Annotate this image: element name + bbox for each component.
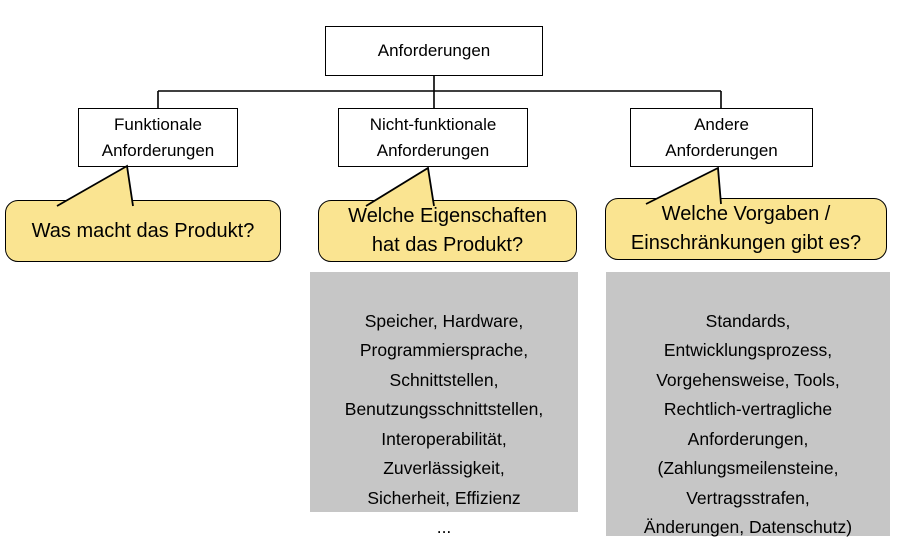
details-panel-andere: Standards, Entwicklungsprozess, Vorgehen… [606, 272, 890, 537]
node-funktionale-anforderungen: Funktionale Anforderungen [78, 108, 238, 167]
tree-connector-lines [157, 76, 722, 108]
callout-nicht-funktionale: Welche Eigenschaften hat das Produkt? [318, 200, 577, 262]
node-anforderungen: Anforderungen [325, 26, 543, 76]
node-nicht-funktionale-anforderungen: Nicht-funktionale Anforderungen [338, 108, 528, 167]
callout-funktionale-text: Was macht das Produkt? [31, 219, 255, 242]
node-anforderungen-label: Anforderungen [377, 41, 491, 60]
node-andere-label: Andere Anforderungen [665, 114, 778, 160]
details-nicht-funktionale-text: Speicher, Hardware, Programmiersprache, … [344, 310, 544, 538]
callout-andere-text: Welche Vorgaben / Einschränkungen gibt e… [630, 203, 862, 254]
callout-nicht-funktionale-text: Welche Eigenschaften hat das Produkt? [348, 205, 547, 256]
callout-funktionale: Was macht das Produkt? [5, 200, 281, 262]
node-funktionale-label: Funktionale Anforderungen [101, 114, 215, 160]
node-andere-anforderungen: Andere Anforderungen [630, 108, 813, 167]
callout-andere: Welche Vorgaben / Einschränkungen gibt e… [605, 198, 887, 260]
details-panel-nicht-funktionale: Speicher, Hardware, Programmiersprache, … [310, 272, 578, 537]
details-andere-text: Standards, Entwicklungsprozess, Vorgehen… [643, 310, 853, 538]
node-nicht-funktionale-label: Nicht-funktionale Anforderungen [369, 114, 497, 160]
